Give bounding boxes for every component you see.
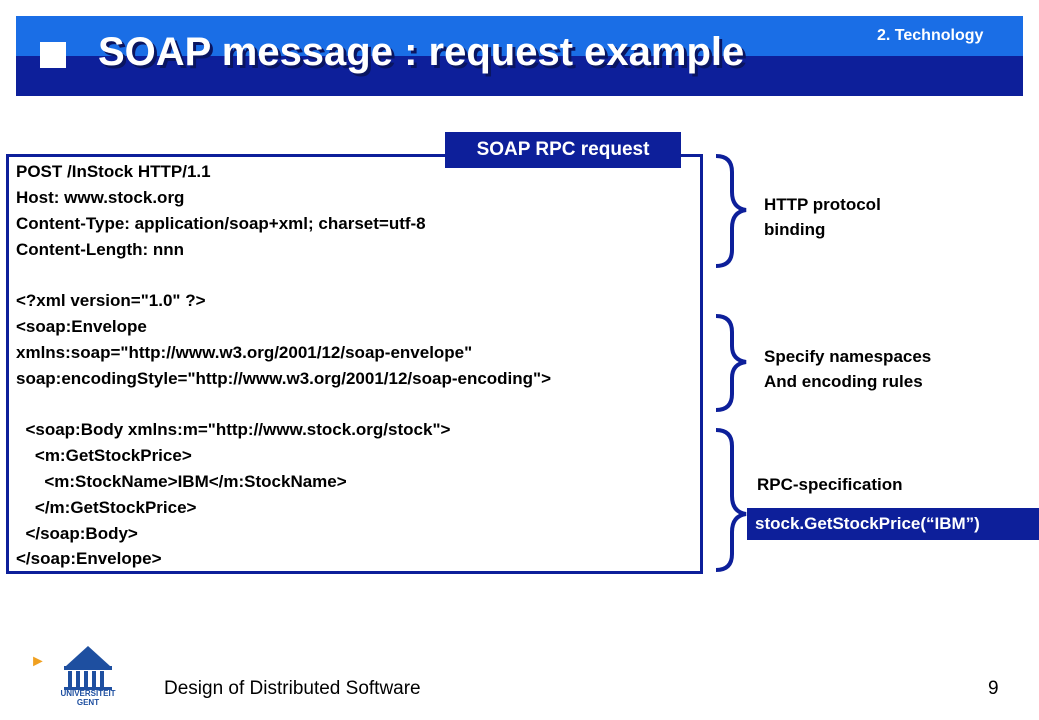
code-line: </soap:Envelope> bbox=[16, 549, 162, 568]
code-line: soap:encodingStyle="http://www.w3.org/20… bbox=[16, 369, 552, 388]
slide-title: SOAP message : request example bbox=[98, 30, 745, 74]
university-logo: UNIVERSITEIT GENT bbox=[60, 646, 116, 706]
page-number: 9 bbox=[988, 678, 999, 699]
rpc-call-box: stock.GetStockPrice(“IBM”) bbox=[747, 508, 1039, 540]
play-arrow-icon: ► bbox=[30, 653, 46, 670]
code-line: Host: www.stock.org bbox=[16, 188, 185, 207]
brace-group bbox=[715, 154, 747, 572]
course-title: Design of Distributed Software bbox=[164, 678, 421, 699]
rpc-spec-brace-icon bbox=[715, 428, 747, 572]
code-line: Content-Length: nnn bbox=[16, 240, 185, 259]
code-line: Content-Type: application/soap+xml; char… bbox=[16, 214, 426, 233]
code-line: <soap:Body xmlns:m="http://www.stock.org… bbox=[16, 420, 451, 439]
bullet-square-icon bbox=[40, 42, 66, 68]
code-line: <?xml version="1.0" ?> bbox=[16, 291, 206, 310]
http-binding-label-line2: binding bbox=[764, 220, 826, 239]
http-binding-label-line1: HTTP protocol bbox=[764, 195, 881, 214]
code-box bbox=[6, 154, 703, 574]
header-band-bottom bbox=[16, 56, 1023, 96]
namespaces-label-line1: Specify namespaces bbox=[764, 347, 932, 366]
namespaces-label-line2: And encoding rules bbox=[764, 372, 923, 391]
code-line: xmlns:soap="http://www.w3.org/2001/12/so… bbox=[16, 343, 473, 362]
code-line: POST /InStock HTTP/1.1 bbox=[16, 162, 211, 181]
logo-text-line2: GENT bbox=[77, 698, 99, 706]
code-line: <m:StockName>IBM</m:StockName> bbox=[16, 472, 347, 491]
header-band-top bbox=[16, 16, 1023, 56]
namespaces-brace-icon bbox=[715, 314, 747, 412]
logo-text-line1: UNIVERSITEIT bbox=[60, 689, 115, 698]
rpc-spec-label: RPC-specification bbox=[757, 475, 903, 494]
code-line: <m:GetStockPrice> bbox=[16, 446, 192, 465]
http-binding-brace-icon bbox=[715, 154, 747, 268]
code-line: </soap:Body> bbox=[16, 524, 138, 543]
section-label: 2. Technology bbox=[877, 27, 984, 44]
soap-rpc-request-tag: SOAP RPC request bbox=[445, 132, 681, 168]
code-line: <soap:Envelope bbox=[16, 317, 147, 336]
code-line: </m:GetStockPrice> bbox=[16, 498, 197, 517]
